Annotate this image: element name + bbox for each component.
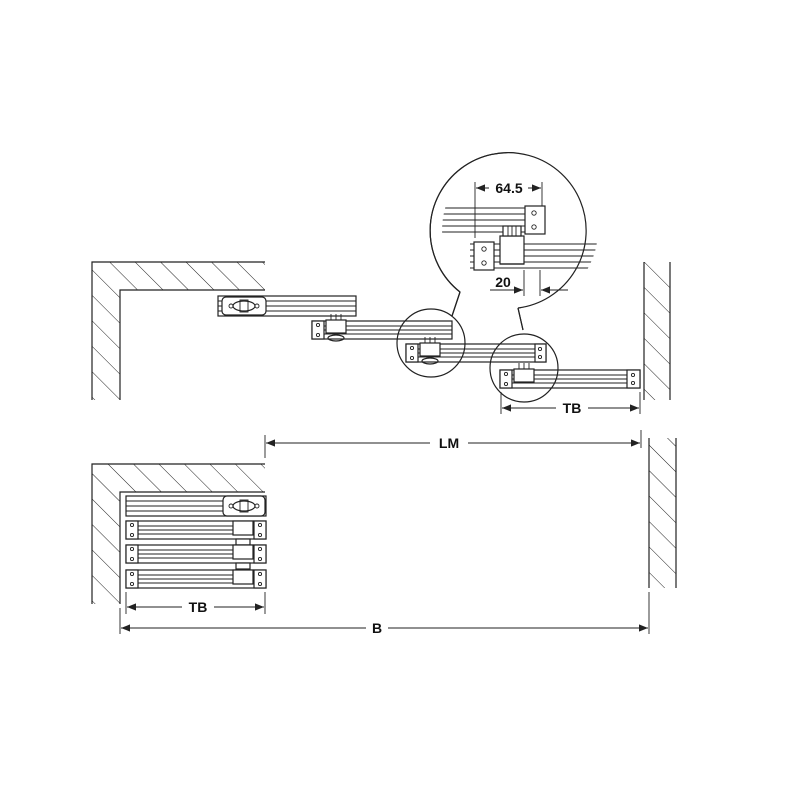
detail-circle-1	[396, 308, 466, 378]
stacked-rail-2	[125, 520, 267, 546]
dimension-label-b: B	[372, 620, 382, 636]
left-wall-top	[91, 261, 265, 400]
right-wall-bottom	[648, 438, 677, 588]
dimension-label-lm: LM	[439, 435, 459, 451]
right-wall-top	[643, 262, 671, 400]
rail-segment-1	[217, 295, 357, 317]
left-wall-bottom	[91, 463, 265, 604]
detail-circle-2	[489, 333, 559, 403]
rail-segment-4	[499, 363, 641, 389]
dimension-lm: LM	[264, 430, 642, 458]
dimension-label-detail-offset: 20	[495, 274, 511, 290]
dimension-b: B	[119, 592, 650, 636]
magnified-detail: 64.5 20	[429, 152, 598, 331]
dimension-label-tb-extended: TB	[563, 400, 582, 416]
dimension-label-tb-stacked: TB	[189, 599, 208, 615]
top-view-extended: 64.5 20 TB LM	[91, 152, 671, 458]
stacked-rail-3	[125, 544, 267, 570]
dimension-tb-extended: TB	[500, 392, 641, 416]
stacked-rail-1	[125, 495, 267, 517]
rail-segment-2	[311, 314, 453, 342]
dimension-tb-stacked: TB	[125, 592, 266, 615]
bottom-view-stacked: TB B	[91, 438, 677, 636]
stacked-rail-4	[125, 569, 267, 589]
dimension-label-detail-width: 64.5	[495, 180, 522, 196]
rail-segment-3	[405, 337, 547, 365]
